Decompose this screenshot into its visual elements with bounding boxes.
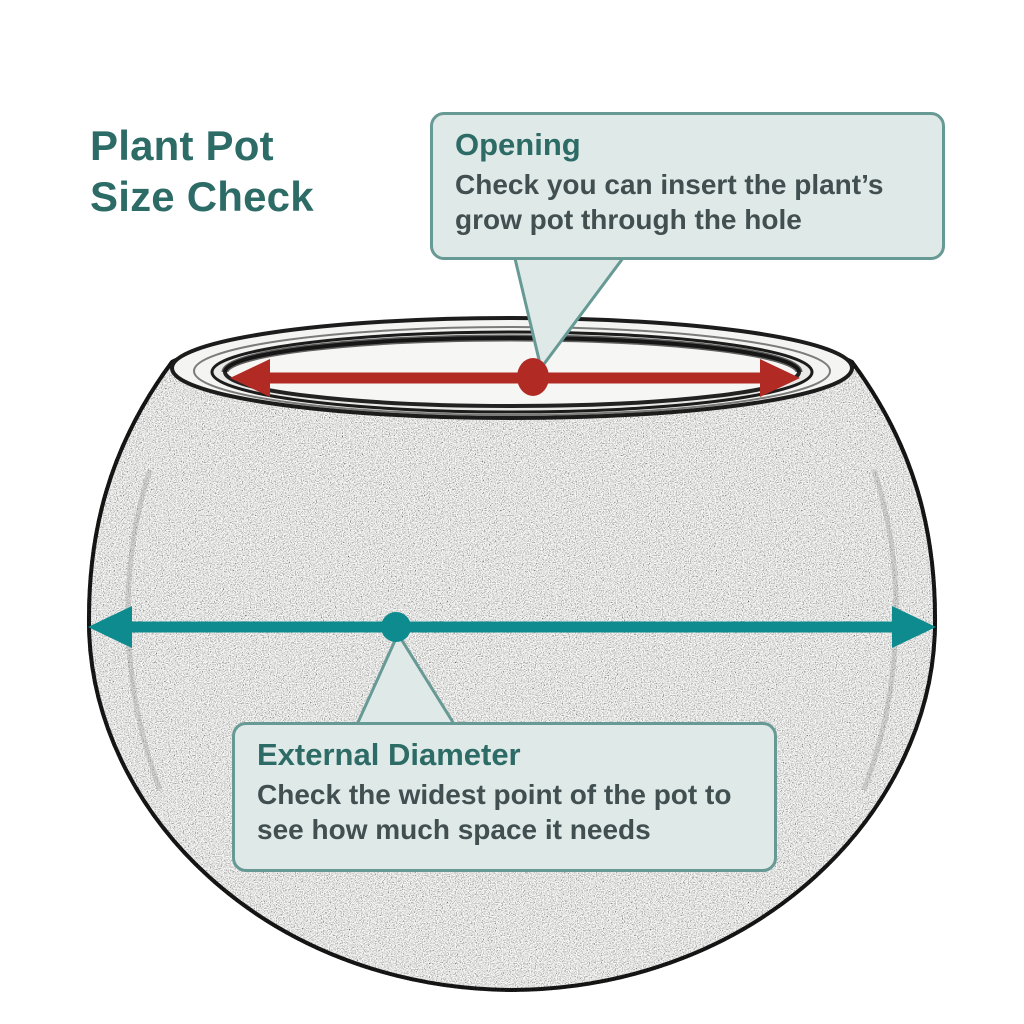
- external-diameter-callout-heading: External Diameter: [257, 737, 521, 772]
- opening-arrowhead-right: [760, 359, 800, 397]
- external-arrowhead-right: [892, 606, 936, 648]
- external-arrowhead-left: [88, 606, 132, 648]
- external-diameter-callout: External Diameter Check the widest point…: [232, 722, 777, 872]
- external-diameter-arrow: [88, 606, 936, 648]
- pot-body: [86, 327, 938, 993]
- opening-arrow: [230, 359, 800, 397]
- opening-callout-body: Check you can insert the plant’s grow po…: [455, 169, 884, 235]
- opening-callout-heading: Opening: [455, 127, 581, 162]
- opening-midpoint-dot: [517, 358, 549, 396]
- opening-inner-shadow: [221, 334, 803, 373]
- opening-callout: Opening Check you can insert the plant’s…: [430, 112, 945, 260]
- page-title: Plant Pot Size Check: [90, 122, 314, 221]
- external-diameter-callout-body: Check the widest point of the pot to see…: [257, 779, 732, 845]
- opening-arrowhead-left: [230, 359, 270, 397]
- external-midpoint-dot: [381, 612, 411, 642]
- pot-rim: [170, 316, 854, 420]
